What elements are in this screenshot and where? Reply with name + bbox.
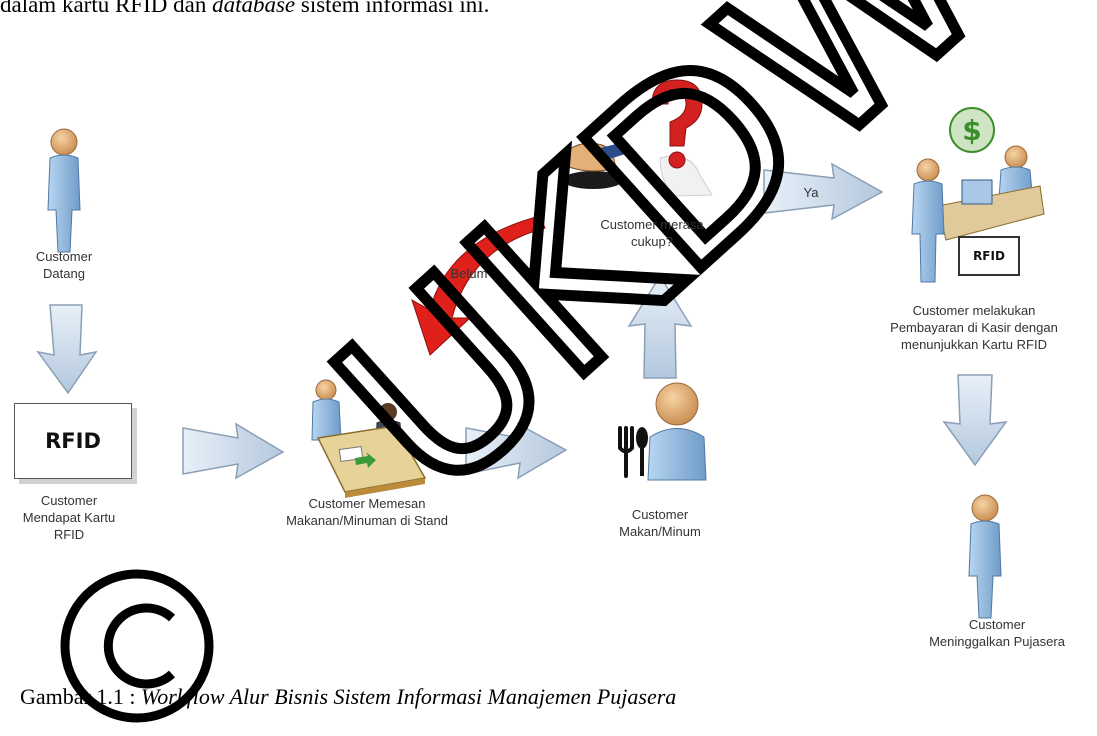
intro-text-italic: database [212,0,296,17]
intro-text: dalam kartu RFID dan database sistem inf… [0,0,489,18]
intro-text-end: sistem informasi ini. [295,0,490,17]
rfid-tag-label: RFID [973,249,1005,263]
customer-arriving-icon [47,128,81,253]
ordering-at-stand-icon [311,379,427,498]
customer-eating-icon [618,382,707,481]
decision-question-icon [563,79,713,197]
flow-arrow-up [627,274,693,379]
caption-prefix: Gambar 1.1 : [20,684,141,709]
flow-arrow-right-2 [465,422,568,480]
flow-arrow-right-1 [182,422,285,480]
rfid-card-label: RFID [45,429,101,453]
figure-caption: Gambar 1.1 : Workflow Alur Bisnis Sistem… [20,684,676,710]
copyright-icon [60,569,214,723]
svg-text:$: $ [962,114,981,147]
label-meninggalkan: Customer Meninggalkan Pujasera [929,617,1065,649]
rfid-card: RFID [14,403,132,479]
flow-arrow-down-1 [36,304,98,395]
label-makan: Customer Makan/Minum [619,507,701,539]
flow-arrow-ya [763,162,884,221]
edge-label-ya: Ya [803,185,819,200]
label-customer-datang: Customer Datang [35,249,93,281]
customer-leaving-icon [968,494,1002,619]
label-memesan: Customer Memesan Makanan/Minuman di Stan… [286,496,448,528]
flow-arrow-belum [411,215,546,356]
flow-arrow-down-2 [942,374,1008,467]
rfid-tag: RFID [958,236,1020,276]
label-merasa-cukup: Customer merasa cukup? [600,217,704,249]
intro-text-start: dalam kartu RFID dan [0,0,213,17]
label-mendapat-kartu: Customer Mendapat Kartu RFID [22,493,116,542]
edge-label-belum: Belum [450,266,488,281]
cashier-payment-icon: $ [911,107,1045,283]
label-pembayaran: Customer melakukan Pembayaran di Kasir d… [890,303,1058,352]
caption-title: Workflow Alur Bisnis Sistem Informasi Ma… [140,684,677,709]
